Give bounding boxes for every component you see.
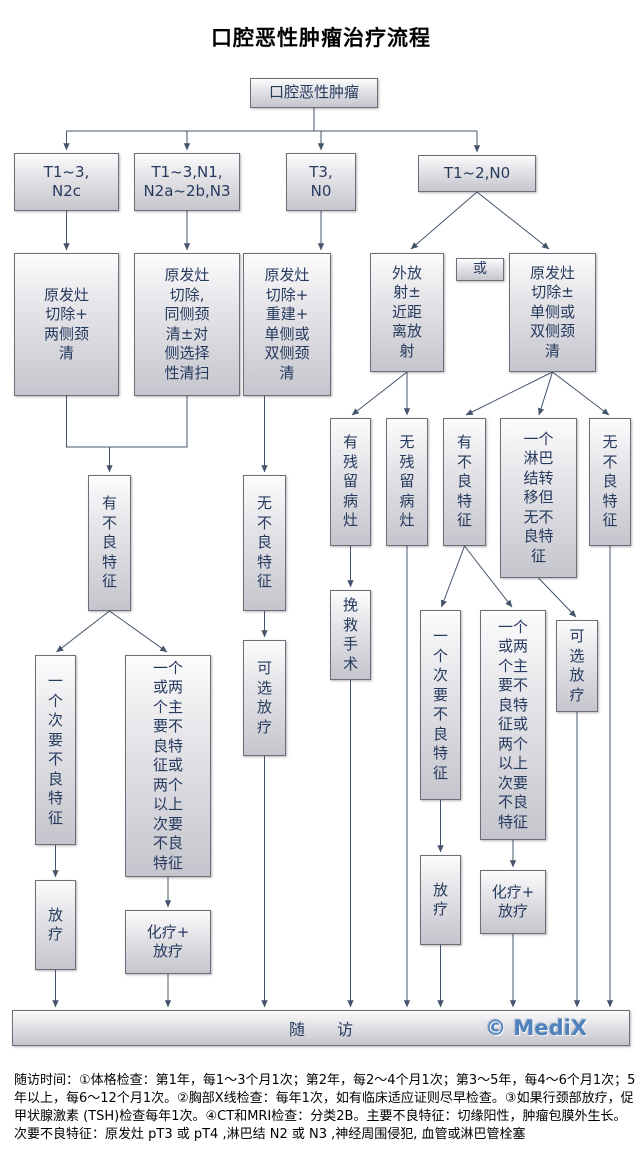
node-chemoradiotherapy-right: 化疗+ 放疗 [480, 870, 546, 934]
node-t1-3-n1-n2a-2b-n3: T1~3,N1, N2a~2b,N3 [134, 153, 240, 211]
node-no-adverse-features-left: 无 不 良 特 征 [243, 475, 286, 611]
node-major-adverse-right: 一个 或两 个主 要不 良特 征或 两个 以上 次要 不良 特征 [480, 610, 546, 840]
node-primary-excision-ipsilateral-neck: 原发灶 切除, 同侧颈 清±对 侧选择 性清扫 [134, 253, 240, 396]
node-primary-excision-bilateral-neck: 原发灶 切除+ 两侧颈 清 [14, 253, 119, 396]
footnote-line: 年以上，每6～12个月1次。②胸部X线检查：每年1次，如有临床适应证则尽早检查。… [14, 1090, 634, 1106]
node-salvage-surgery: 挽 救 手 术 [330, 590, 371, 680]
node-root: 口腔恶性肿瘤 [250, 78, 378, 108]
node-chemoradiotherapy-left: 化疗+ 放疗 [125, 910, 211, 974]
node-no-adverse-features-right: 无 不 良 特 征 [589, 418, 631, 546]
node-major-adverse-left: 一个 或两 个主 要不 良特 征或 两个 以上 次要 不良 特征 [125, 655, 211, 877]
page-title: 口腔恶性肿瘤治疗流程 [211, 26, 431, 50]
footnote-line: 随访时间：①体格检查：第1年，每1～3个月1次；第2年，每2～4个月1次；第3～… [14, 1073, 636, 1088]
node-no-residual-lesion: 无 残 留 病 灶 [386, 418, 428, 546]
followup-bar: 随 访 © MediX [12, 1010, 630, 1046]
footnote-line: 次要不良特征：原发灶 pT3 或 pT4 ,淋巴结 N2 或 N3 ,神经周围侵… [14, 1126, 526, 1142]
medix-watermark: © MediX [485, 1016, 587, 1040]
node-one-minor-adverse-left: 一 个 次 要 不 良 特 征 [35, 655, 76, 845]
footnote-line: 甲状腺激素 (TSH)检查每年1次。④CT和MRI检查：分类2B。主要不良特征：… [14, 1108, 627, 1124]
footnote: 随访时间：①体格检查：第1年，每1～3个月1次；第2年，每2～4个月1次；第3～… [14, 1072, 636, 1144]
node-single-node-metastasis: 一个 淋巴 结转 移但 无不 良特 征 [500, 418, 577, 578]
node-t3-n0: T3, N0 [286, 153, 356, 211]
node-radiotherapy-left: 放 疗 [35, 880, 76, 970]
followup-label: 随 访 [288, 1020, 353, 1039]
node-primary-excision-optional-neck: 原发灶 切除± 单侧或 双侧颈 清 [509, 253, 596, 372]
node-primary-excision-reconstruction: 原发灶 切除+ 重建+ 单侧或 双侧颈 清 [243, 253, 331, 396]
node-adverse-features-right: 有 不 良 特 征 [443, 418, 486, 546]
node-external-radiation: 外放 射± 近距 离放 射 [370, 253, 444, 372]
node-or-label: 或 [456, 258, 504, 281]
node-one-minor-adverse-right: 一 个 次 要 不 良 特 征 [420, 610, 461, 800]
node-adverse-features-left: 有 不 良 特 征 [88, 475, 131, 611]
node-optional-rt-left: 可 选 放 疗 [243, 640, 286, 756]
node-radiotherapy-right: 放 疗 [420, 855, 461, 945]
node-t1-2-n0: T1~2,N0 [418, 155, 536, 192]
node-residual-lesion: 有 残 留 病 灶 [330, 418, 371, 546]
node-t1-3-n2c: T1~3, N2c [14, 153, 119, 211]
node-optional-rt-right: 可 选 放 疗 [556, 620, 598, 712]
